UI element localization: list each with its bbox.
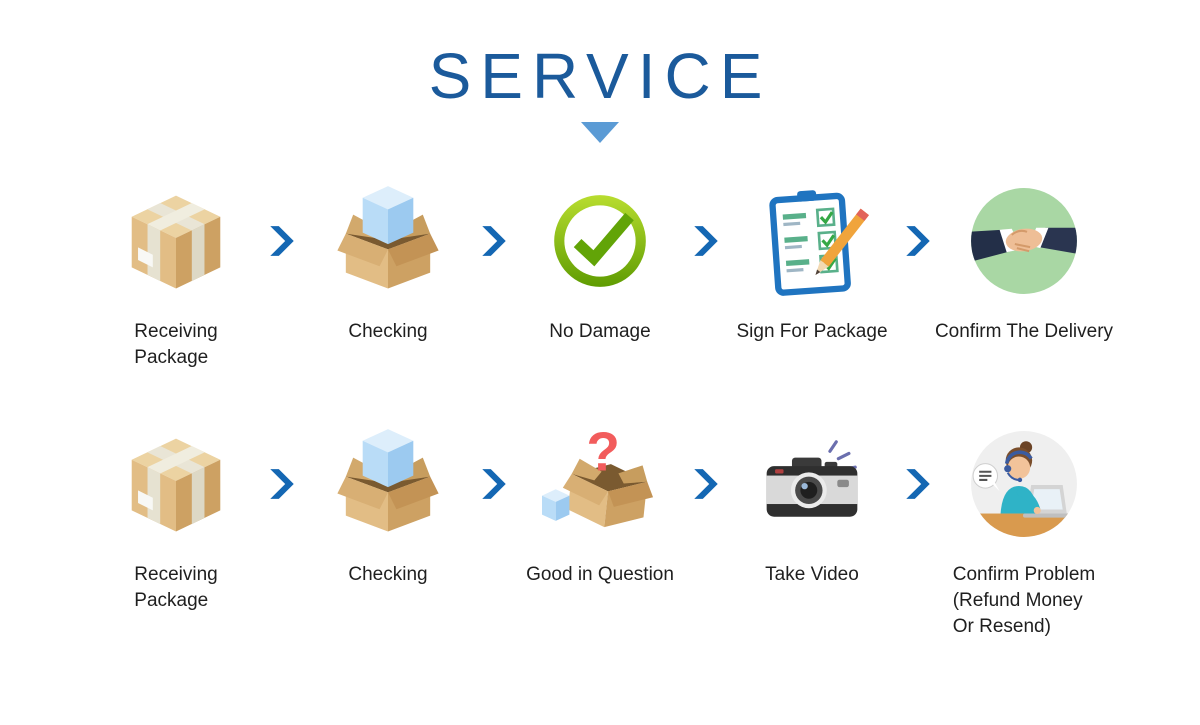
flow-row-normal-delivery: Receiving Package Checking No Damage (0, 179, 1200, 370)
chevron-right-icon (266, 422, 298, 546)
support-agent-icon (968, 428, 1080, 540)
triangle-down-icon (581, 122, 619, 143)
handshake-icon (968, 185, 1080, 297)
flow-row-problem: Receiving Package Checking Good in Quest… (0, 422, 1200, 639)
step-confirm-problem: Confirm Problem (Refund Money Or Resend) (934, 422, 1114, 639)
chevron-right-icon (693, 468, 719, 500)
chevron-right-icon (693, 225, 719, 257)
step-label: Sign For Package (736, 321, 888, 342)
icon-wrap (118, 179, 234, 303)
question-box-icon (542, 426, 658, 542)
icon-wrap (118, 422, 234, 546)
icon-wrap (330, 179, 446, 303)
chevron-right-icon (905, 225, 931, 257)
check-circle-icon (544, 185, 656, 297)
step-label: Receiving Package (134, 321, 218, 368)
step-label: Checking (348, 321, 428, 342)
camera-icon (754, 426, 870, 542)
step-label: Take Video (765, 564, 859, 586)
chevron-right-icon (481, 468, 507, 500)
step-label: Good in Question (526, 564, 674, 586)
icon-wrap (968, 179, 1080, 303)
open-box-cube-icon (330, 426, 446, 542)
step-receiving-package: Receiving Package (86, 422, 266, 613)
open-box-cube-icon (330, 183, 446, 299)
icon-wrap (754, 179, 870, 303)
step-label: No Damage (549, 321, 651, 342)
step-good-in-question: Good in Question (510, 422, 690, 588)
chevron-right-icon (266, 179, 298, 303)
closed-box-icon (118, 426, 234, 542)
step-label: Confirm Problem (Refund Money Or Resend) (952, 564, 1096, 637)
chevron-right-icon (478, 179, 510, 303)
step-checking: Checking (298, 179, 478, 345)
chevron-right-icon (690, 422, 722, 546)
chevron-right-icon (902, 179, 934, 303)
chevron-right-icon (902, 422, 934, 546)
step-label: Confirm The Delivery (934, 321, 1114, 342)
chevron-right-icon (269, 468, 295, 500)
step-receiving-package: Receiving Package (86, 179, 266, 370)
step-checking: Checking (298, 422, 478, 588)
step-no-damage: No Damage (510, 179, 690, 345)
chevron-right-icon (478, 422, 510, 546)
step-sign-for-package: Sign For Package (722, 179, 902, 345)
chevron-right-icon (690, 179, 722, 303)
step-label: Receiving Package (134, 564, 218, 611)
icon-wrap (754, 422, 870, 546)
chevron-right-icon (269, 225, 295, 257)
icon-wrap (544, 179, 656, 303)
step-confirm-delivery: Confirm The Delivery (934, 179, 1114, 345)
step-label: Checking (348, 564, 428, 586)
step-take-video: Take Video (722, 422, 902, 588)
closed-box-icon (118, 183, 234, 299)
icon-wrap (968, 422, 1080, 546)
icon-wrap (330, 422, 446, 546)
icon-wrap (542, 422, 658, 546)
chevron-right-icon (905, 468, 931, 500)
chevron-right-icon (481, 225, 507, 257)
clipboard-pencil-icon (754, 183, 870, 299)
page-title: SERVICE (428, 40, 772, 112)
